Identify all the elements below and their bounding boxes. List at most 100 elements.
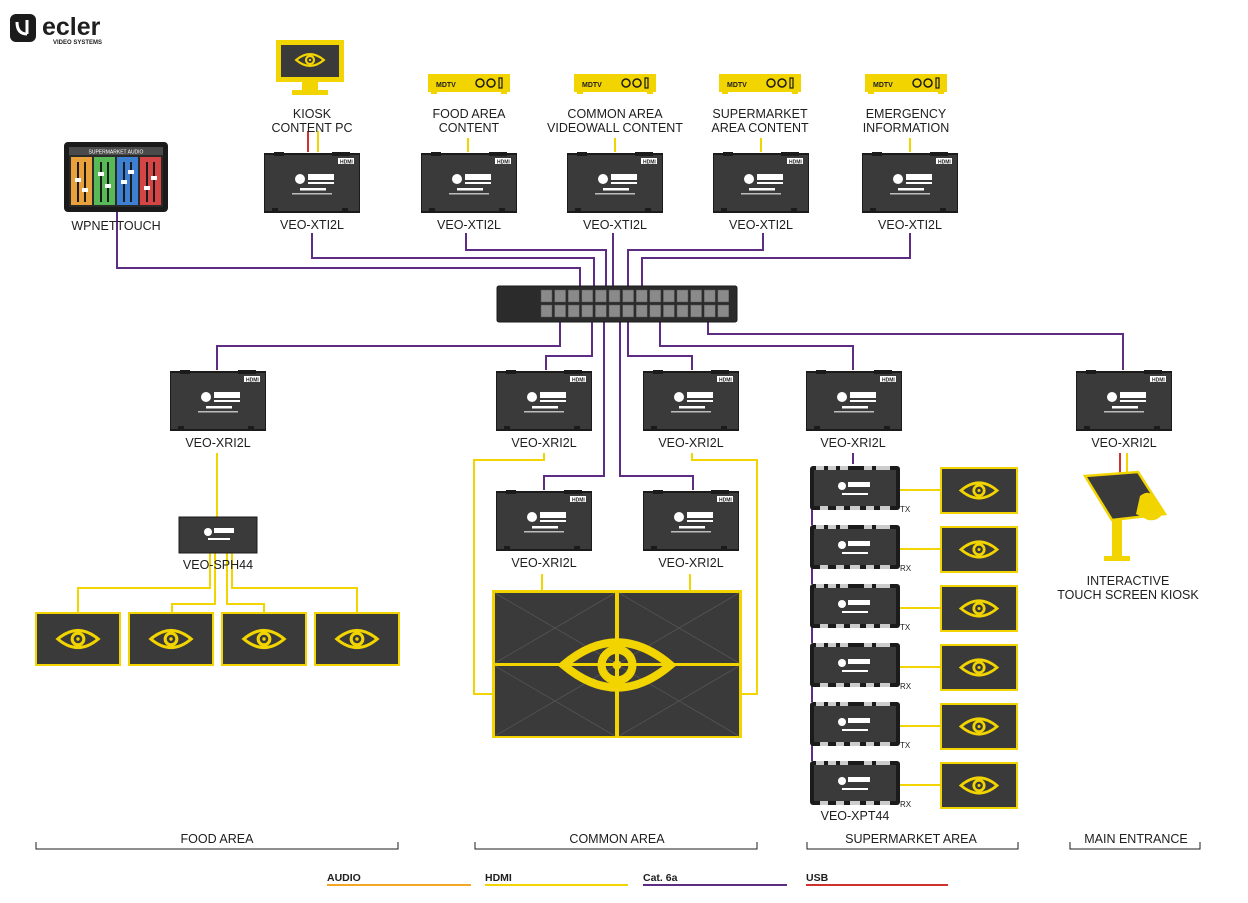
xpt-device-icon <box>810 761 900 805</box>
videowall <box>492 590 742 738</box>
switch-port <box>554 289 566 303</box>
source-label-line1: SUPERMARKET <box>712 107 808 121</box>
hdmi-logo: HDMI <box>719 498 732 504</box>
cat6a-cable <box>545 322 593 370</box>
xpt-unit: TX <box>810 466 911 514</box>
tablet-screen-title: SUPERMARKET AUDIO <box>89 150 144 156</box>
xpt-unit: TX <box>810 584 911 632</box>
cat6a-cable <box>641 233 911 286</box>
switch-port <box>540 289 553 303</box>
device-brand: ecler <box>222 393 239 400</box>
device-badge: ecler HDMI <box>695 498 732 520</box>
xpt-role-label: TX <box>900 505 911 514</box>
cat6a-cable <box>659 322 854 370</box>
area-label-food: FOOD AREA <box>181 832 255 846</box>
switch-port <box>703 304 716 318</box>
kiosk-label-line1: INTERACTIVE <box>1087 574 1170 588</box>
device-label: VEO-XTI2L <box>729 218 793 232</box>
hdmi-cable <box>691 453 758 695</box>
cat6a-cable <box>311 233 595 286</box>
hdmi-cable <box>171 553 216 612</box>
display-screen <box>221 612 307 666</box>
switch-port <box>567 289 580 303</box>
display-screen <box>940 703 1018 750</box>
device-brand: ecler <box>914 175 931 182</box>
xpt-device-icon <box>810 643 900 687</box>
display-screen <box>35 612 121 666</box>
player-label: MDTV <box>727 82 747 89</box>
xpt-role-label: RX <box>900 564 912 573</box>
display-screen <box>940 644 1018 691</box>
hdmi-logo: HDMI <box>643 160 656 166</box>
xpt-unit: RX <box>810 761 912 809</box>
source-label-line2: CONTENT PC <box>271 121 352 135</box>
xpt-device-icon <box>810 525 900 569</box>
switch-port <box>663 289 675 303</box>
food-displays <box>35 612 400 666</box>
hdmi-logo: HDMI <box>497 160 510 166</box>
brand-logo-icon <box>10 14 36 42</box>
brand-logo: ecler VIDEO SYSTEMS <box>10 13 102 46</box>
legend: AUDIO HDMI Cat. 6a USB <box>327 872 948 886</box>
cables <box>77 131 1128 786</box>
hdmi-logo: HDMI <box>246 378 259 384</box>
hdmi-logo: HDMI <box>340 160 353 166</box>
xpt-role-label: RX <box>900 682 912 691</box>
area-label-common: COMMON AREA <box>569 832 665 846</box>
device-badge: ecler HDMI <box>619 160 656 182</box>
switch-port <box>581 289 594 303</box>
device-label: VEO-XTI2L <box>878 218 942 232</box>
legend-item-audio: AUDIO <box>327 872 471 886</box>
device-label: VEO-XRI2L <box>658 436 723 450</box>
device-brand: ecler <box>765 175 782 182</box>
tablet-label: WPNETTOUCH <box>71 219 160 233</box>
device-label: VEO-XRI2L <box>511 436 576 450</box>
cat6a-cable <box>543 322 605 490</box>
switch-port <box>554 304 566 318</box>
source-label-line1: EMERGENCY <box>866 107 947 121</box>
legend-label: USB <box>806 872 829 884</box>
xpt-device-icon <box>810 584 900 628</box>
device-brand: ecler <box>695 513 712 520</box>
splitter: VEO-SPH44 <box>178 516 258 572</box>
switch-port <box>676 304 689 318</box>
cat6a-cable <box>619 322 694 490</box>
display-screen <box>940 762 1018 809</box>
kiosk-label-line2: TOUCH SCREEN KIOSK <box>1057 588 1199 602</box>
splitter-device-icon <box>178 516 258 554</box>
xpt-device-icon <box>810 702 900 746</box>
hand-icon <box>1136 492 1164 521</box>
device-label: VEO-XRI2L <box>1091 436 1156 450</box>
switch-port <box>649 304 662 318</box>
switch-port <box>622 304 634 318</box>
legend-label: HDMI <box>485 872 512 884</box>
switch-port <box>703 289 716 303</box>
cat6a-cable <box>627 322 693 370</box>
display-screen <box>940 585 1018 632</box>
legend-item-cat6a: Cat. 6a <box>643 872 787 886</box>
xpt-unit: RX <box>810 643 912 691</box>
source-label-line2: AREA CONTENT <box>711 121 809 135</box>
display-screen <box>940 526 1018 573</box>
kiosk-content-pc: KIOSK CONTENT PC <box>271 40 353 135</box>
device-brand: ecler <box>619 175 636 182</box>
switch-port <box>663 304 675 318</box>
device-brand: ecler <box>695 393 712 400</box>
media-player: MDTV EMERGENCY INFORMATION <box>863 74 949 135</box>
hdmi-logo: HDMI <box>882 378 895 384</box>
